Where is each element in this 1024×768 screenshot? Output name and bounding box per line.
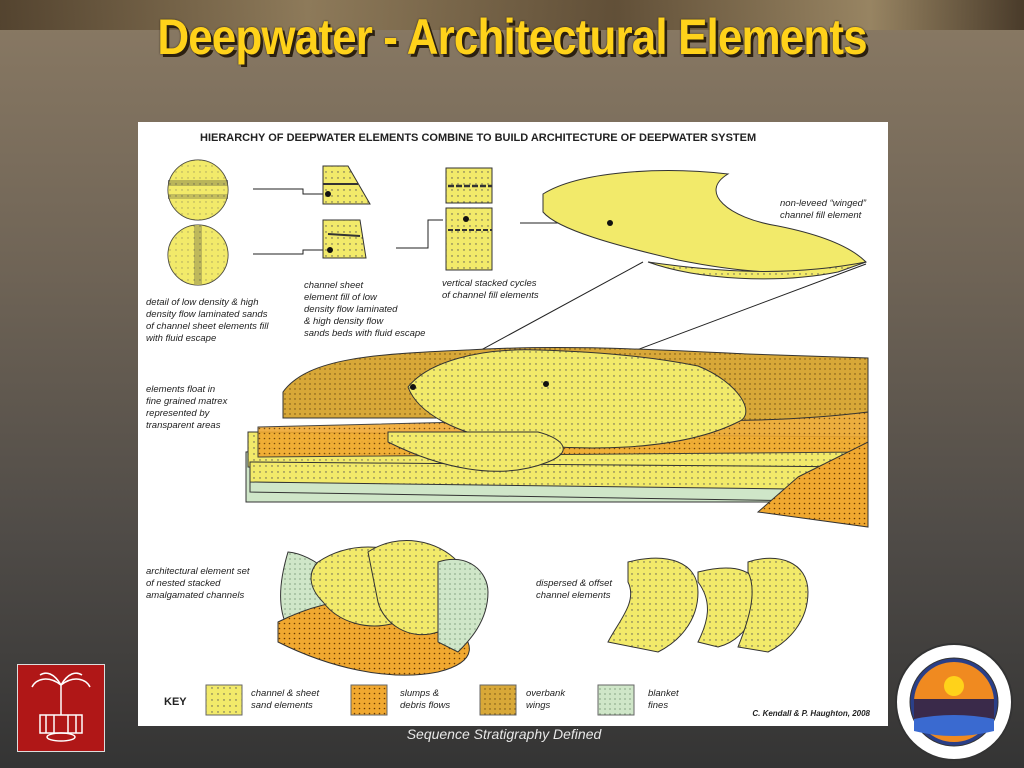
diagram-artwork [167, 159, 869, 716]
dispersed-channels [607, 557, 809, 653]
slide-title: Deepwater - Architectural Elements [157, 9, 867, 65]
university-logo [17, 664, 105, 752]
diagram-credit: C. Kendall & P. Haughton, 2008 [752, 709, 870, 718]
channel-sheet-blocks [322, 165, 371, 259]
label-non-leveed: non-leveed “winged” channel fill element [780, 198, 867, 221]
palmetto-icon [31, 672, 91, 742]
key-swatch-overbank [479, 684, 517, 716]
vertical-stacked-blocks [445, 167, 493, 271]
key-swatch-slump [350, 684, 388, 716]
key-label-sand: channel & sheet sand elements [251, 688, 320, 711]
key-title: KEY [164, 696, 187, 708]
slide-footer: Sequence Stratigraphy Defined [406, 726, 602, 742]
block-diagram [245, 346, 869, 528]
key-label-overbank: overbank wings [526, 688, 566, 711]
diagram-panel: HIERARCHY OF DEEPWATER ELEMENTS COMBINE … [138, 122, 888, 726]
winged-channel-element [542, 170, 867, 280]
label-channel-sheet: channel sheet element fill of low densit… [304, 280, 426, 339]
diagram-heading: HIERARCHY OF DEEPWATER ELEMENTS COMBINE … [200, 132, 757, 144]
label-architectural-set: architectural element set of nested stac… [146, 566, 250, 601]
label-vertical-stacked: vertical stacked cycles of channel fill … [442, 278, 539, 301]
key-label-fines: blanket fines [648, 688, 679, 711]
key-swatch-sand [205, 684, 243, 716]
detail-circle-top [167, 159, 229, 221]
label-dispersed: dispersed & offset channel elements [536, 578, 613, 601]
key-swatch-fines [597, 684, 635, 716]
department-seal [893, 641, 1015, 763]
nested-channels-set [277, 540, 489, 676]
detail-circle-bottom [167, 224, 229, 286]
seal-icon [895, 643, 1013, 761]
label-elements-float: elements float in fine grained matrex re… [146, 384, 228, 431]
label-detail: detail of low density & high density flo… [146, 297, 269, 344]
top-decorative-strip [0, 0, 1024, 30]
key-label-slump: slumps & debris flows [400, 688, 451, 711]
